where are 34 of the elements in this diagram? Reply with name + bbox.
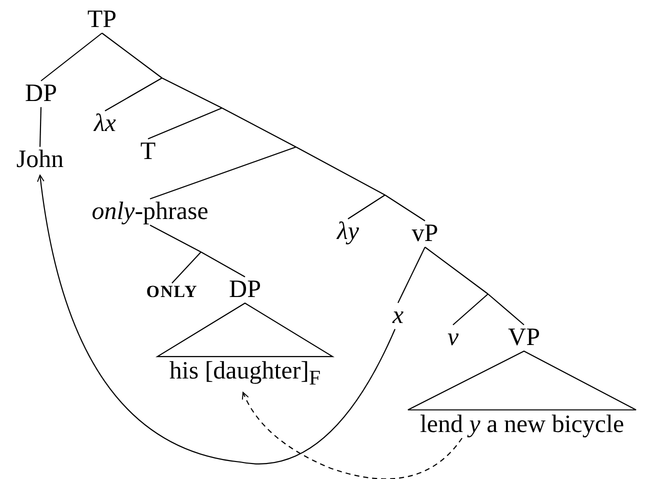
branch-line: [150, 146, 296, 200]
tree-node-label: TP: [87, 6, 117, 34]
branch-line: [104, 78, 162, 112]
tree-node-label: his [daughter]$_{F}$: [169, 358, 321, 390]
branch-line: [172, 252, 202, 284]
tree-node-label: only-phrase: [92, 198, 208, 226]
tree-node-label: ONLY: [146, 283, 198, 301]
movement-arrow: [37, 174, 396, 464]
tree-node-label: vP: [412, 220, 438, 248]
branch-line: [150, 224, 202, 252]
tree-node-label: λx: [94, 110, 116, 138]
tree-node-label: VP: [508, 324, 540, 352]
tree-node-label: John: [16, 146, 64, 174]
tree-node-label: v: [447, 324, 459, 352]
branch-line: [148, 108, 222, 140]
triangle-symbol: [155, 302, 335, 358]
branch-line: [424, 246, 488, 294]
branch-line: [488, 294, 524, 326]
branch-line: [398, 246, 426, 304]
branch-line: [200, 252, 246, 278]
branch-line: [40, 32, 102, 82]
branch-line: [102, 32, 162, 78]
branch-line: [384, 194, 426, 222]
branch-line: [39, 107, 42, 147]
tree-node-label: x: [392, 302, 404, 330]
tree-node-label: DP: [229, 276, 261, 304]
tree-node-label: lend y a new bicycle: [420, 412, 624, 438]
branch-line: [452, 294, 488, 326]
tree-node-label: T: [140, 138, 156, 166]
binding-arrow: [242, 392, 462, 479]
triangle-symbol: [407, 350, 637, 410]
branch-line: [348, 194, 386, 220]
tree-node-label: λy: [337, 218, 359, 246]
tree-node-label: DP: [25, 80, 57, 108]
